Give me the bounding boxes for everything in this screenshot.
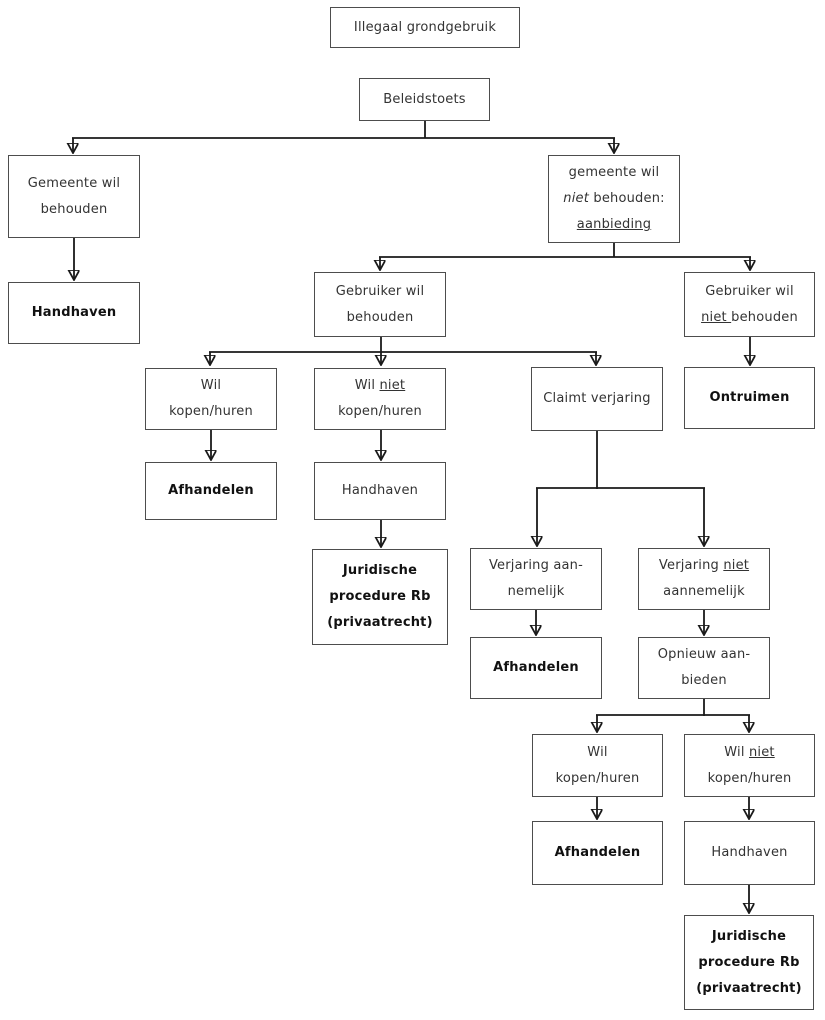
node-illegaal-grondgebruik: Illegaal grondgebruik	[330, 7, 520, 48]
node-line: Wil niet	[354, 378, 406, 393]
node-line: Afhandelen	[168, 483, 254, 498]
node-line: Gebruiker wil	[705, 283, 794, 299]
node-line: behouden	[40, 201, 108, 217]
node-line: Verjaring niet	[658, 558, 750, 573]
node-beleidstoets: Beleidstoets	[359, 78, 490, 121]
node-line: kopen/huren	[555, 770, 640, 786]
node-line: Beleidstoets	[383, 91, 466, 107]
node-gebruiker-wil-niet-behouden: Gebruiker wil niet behouden	[684, 272, 815, 337]
underline-niet: niet	[701, 309, 732, 325]
node-line: Juridische	[342, 563, 418, 578]
node-opnieuw-aanbieden: Opnieuw aan- bieden	[638, 637, 770, 699]
node-line: Juridische	[711, 928, 787, 944]
underline-niet: niet	[379, 378, 406, 393]
node-line: nemelijk	[507, 584, 565, 599]
node-line: Handhaven	[711, 845, 788, 860]
node-line: Afhandelen	[493, 660, 579, 675]
node-gemeente-wil-behouden: Gemeente wil behouden	[8, 155, 140, 238]
node-line: Ontruimen	[709, 390, 790, 405]
node-line: kopen/huren	[338, 404, 422, 419]
node-line: aanbieding	[577, 212, 651, 238]
node-line: Wil niet	[724, 744, 775, 760]
node-line: Afhandelen	[554, 845, 641, 860]
node-handhaven-links: Handhaven	[8, 282, 140, 344]
node-verjaring-niet-aannemelijk: Verjaring niet aannemelijk	[638, 548, 770, 610]
node-wil-kopen-huren-2: Wil kopen/huren	[532, 734, 663, 797]
node-line: procedure Rb	[329, 589, 431, 604]
node-line: kopen/huren	[707, 770, 792, 786]
node-claimt-verjaring: Claimt verjaring	[531, 367, 663, 431]
node-line: Gebruiker wil	[335, 283, 425, 299]
node-wil-kopen-huren-1: Wil kopen/huren	[145, 368, 277, 430]
node-wil-niet-kopen-huren-2: Wil niet kopen/huren	[684, 734, 815, 797]
underline-niet: niet	[723, 558, 750, 573]
node-line: Wil	[587, 744, 608, 760]
node-juridische-procedure-2: Juridische procedure Rb (privaatrecht)	[684, 915, 814, 1010]
underline-niet: niet	[748, 744, 775, 760]
node-handhaven-rechts: Handhaven	[684, 821, 815, 885]
node-verjaring-aannemelijk: Verjaring aan- nemelijk	[470, 548, 602, 610]
node-line: Opnieuw aan-	[657, 647, 751, 662]
underline-aanbieding: aanbieding	[576, 217, 652, 232]
node-afhandelen-2: Afhandelen	[470, 637, 602, 699]
node-juridische-procedure-1: Juridische procedure Rb (privaatrecht)	[312, 549, 448, 645]
node-line: (privaatrecht)	[327, 615, 433, 630]
node-line: bieden	[681, 673, 727, 688]
node-ontruimen: Ontruimen	[684, 367, 815, 429]
node-line: niet behouden:	[563, 191, 665, 206]
node-line: Verjaring aan-	[488, 558, 584, 573]
node-line: Gemeente wil	[27, 175, 121, 191]
node-gebruiker-wil-behouden: Gebruiker wil behouden	[314, 272, 446, 337]
node-line: Illegaal grondgebruik	[353, 19, 497, 35]
node-line: Claimt verjaring	[543, 391, 651, 406]
node-line: Handhaven	[341, 483, 419, 498]
node-line: niet behouden	[701, 309, 798, 325]
node-line: aannemelijk	[663, 584, 745, 599]
node-wil-niet-kopen-huren-1: Wil niet kopen/huren	[314, 368, 446, 430]
node-handhaven-midden: Handhaven	[314, 462, 446, 520]
node-line: behouden	[346, 309, 414, 325]
node-afhandelen-3: Afhandelen	[532, 821, 663, 885]
node-line: gemeente wil	[568, 165, 660, 180]
node-line: procedure Rb	[698, 954, 800, 970]
italic-niet: niet	[563, 191, 590, 206]
node-line: (privaatrecht)	[696, 980, 802, 996]
node-line: Handhaven	[31, 305, 117, 320]
node-afhandelen-1: Afhandelen	[145, 462, 277, 520]
node-line: Wil	[200, 378, 222, 393]
node-line: kopen/huren	[169, 404, 253, 419]
node-gemeente-wil-niet-behouden: gemeente wil niet behouden: aanbieding	[548, 155, 680, 243]
